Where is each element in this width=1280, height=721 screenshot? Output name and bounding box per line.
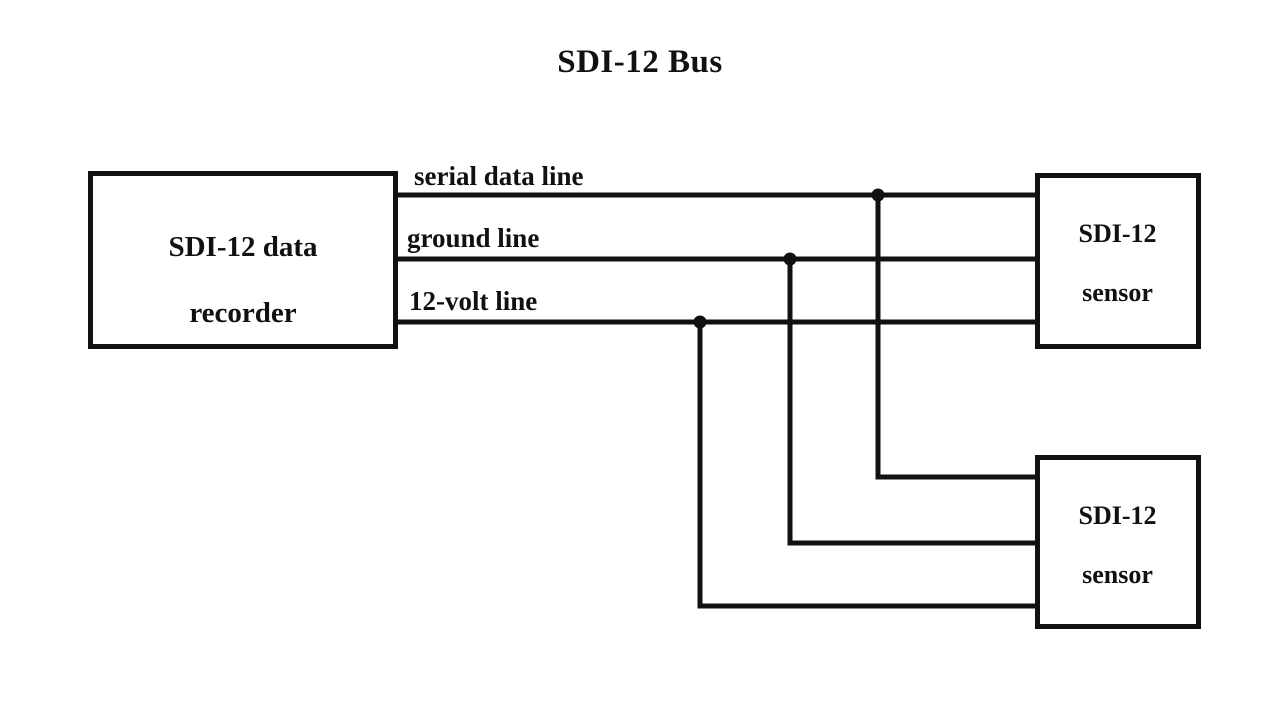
sensor-bottom-box[interactable]	[1035, 455, 1201, 629]
wire-label-12-volt-line: 12-volt line	[409, 286, 538, 316]
recorder-box[interactable]	[88, 171, 398, 349]
junction-dot-ground-line	[783, 252, 797, 266]
wire-label-ground-line: ground line	[407, 223, 540, 253]
recorder-label-line1: SDI-12 data	[168, 231, 318, 264]
page-title: SDI-12 Bus	[557, 44, 723, 80]
wire-label-serial-data-line: serial data line	[414, 161, 584, 191]
wire-12-volt-line-branch	[697, 319, 1039, 609]
junction-dot-serial-data-line	[871, 188, 885, 202]
recorder-label-line2: recorder	[189, 297, 297, 330]
sensor-top-label: SDI-12 sensor	[1035, 189, 1200, 337]
sensor-bottom-label-line1: SDI-12	[1078, 500, 1157, 530]
sensor-bottom-label-line2: sensor	[1082, 559, 1153, 589]
sensor-top-box[interactable]	[1035, 173, 1201, 349]
sensor-bottom-label: SDI-12 sensor	[1035, 471, 1200, 619]
sensor-top-label-line2: sensor	[1082, 277, 1153, 307]
junction-dot-12-volt-line	[693, 315, 707, 329]
recorder-label: SDI-12 data recorder	[88, 198, 398, 363]
wire-serial-data-line-branch	[875, 192, 1039, 480]
wire-ground-line-branch	[787, 256, 1039, 546]
sensor-top-label-line1: SDI-12	[1078, 218, 1157, 248]
